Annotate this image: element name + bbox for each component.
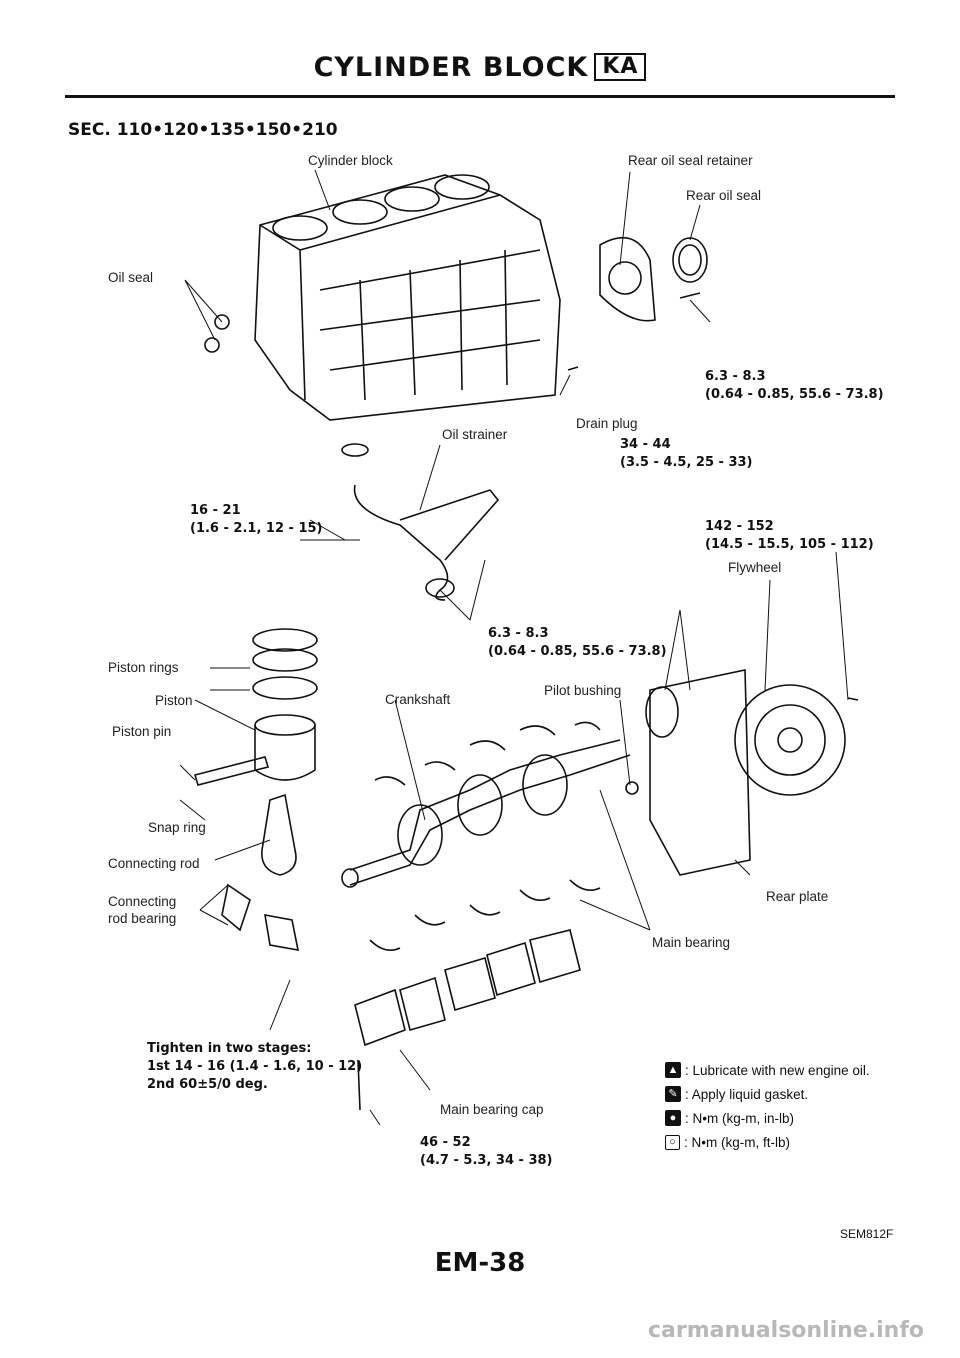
label-flywheel: Flywheel [728,560,782,575]
title-rule [65,95,895,98]
rear-oil-seal-drawing [672,237,708,283]
rear-oil-seal-retainer-drawing [599,236,656,322]
crankshaft-drawing [349,739,631,886]
label-crankshaft: Crankshaft [385,692,451,707]
label-connecting-rod-bearing-1: Connecting [108,894,177,909]
symbol-legend: ▲: Lubricate with new engine oil. ✎: App… [665,1058,870,1154]
label-pilot-bushing: Pilot bushing [544,683,622,698]
label-rear-plate: Rear plate [766,889,829,904]
page-number: EM-38 [434,1248,526,1278]
label-piston-rings: Piston rings [108,660,179,675]
flywheel-drawing [734,684,846,796]
section-badge: KA [594,53,647,81]
label-oil-seal: Oil seal [108,270,154,285]
torque-spec-oil-pan: 16 - 21 (1.6 - 2.1, 12 - 15) [190,503,323,536]
label-piston: Piston [155,693,193,708]
piston-rings-drawing [252,628,318,652]
legend-row: ●: N•m (kg-m, in-lb) [665,1106,870,1130]
oil-can-icon: ▲ [665,1062,681,1078]
gasket-icon: ✎ [665,1086,681,1102]
label-rear-oil-seal: Rear oil seal [686,188,762,203]
section-numbers: SEC. 110•120•135•150•210 [68,120,338,140]
torque-spec-conrod: Tighten in two stages: 1st 14 - 16 (1.4 … [147,1041,363,1092]
main-bearing-upper-drawing [374,721,601,786]
figure-code: SEM812F [840,1227,894,1241]
label-piston-pin: Piston pin [112,724,172,739]
rear-plate-drawing [649,669,751,876]
label-connecting-rod-bearing-2: rod bearing [108,911,177,926]
label-main-bearing-cap: Main bearing cap [440,1102,544,1117]
label-rear-oil-seal-retainer: Rear oil seal retainer [628,153,753,168]
cylinder-block-drawing [254,174,561,421]
label-drain-plug: Drain plug [576,416,638,431]
oil-strainer-drawing [353,484,449,601]
label-main-bearing: Main bearing [652,935,731,950]
torque-spec-flywheel: 142 - 152 (14.5 - 15.5, 105 - 112) [705,519,874,552]
main-bearing-caps-drawing [354,929,581,1047]
torque-spec-strainer: 6.3 - 8.3 (0.64 - 0.85, 55.6 - 73.8) [488,626,667,659]
main-bearing-lower-drawing [369,879,601,951]
label-snap-ring: Snap ring [148,820,206,835]
torque-wrench-icon: ○ [665,1134,680,1150]
legend-row: ▲: Lubricate with new engine oil. [665,1058,870,1082]
legend-row: ○: N•m (kg-m, ft-lb) [665,1130,870,1154]
watermark: carmanualsonline.info [648,1318,924,1343]
legend-row: ✎: Apply liquid gasket. [665,1082,870,1106]
connecting-rod-drawing [261,793,297,876]
label-connecting-rod: Connecting rod [108,856,200,871]
piston-drawing [254,725,316,781]
torque-spec-drain-plug: 34 - 44 (3.5 - 4.5, 25 - 33) [620,437,753,470]
torque-spec-retainer: 6.3 - 8.3 (0.64 - 0.85, 55.6 - 73.8) [705,369,884,402]
label-cylinder-block: Cylinder block [308,153,393,168]
torque-wrench-icon: ● [665,1110,681,1126]
label-oil-strainer: Oil strainer [442,427,508,442]
torque-spec-main-cap: 46 - 52 (4.7 - 5.3, 34 - 38) [420,1135,553,1168]
